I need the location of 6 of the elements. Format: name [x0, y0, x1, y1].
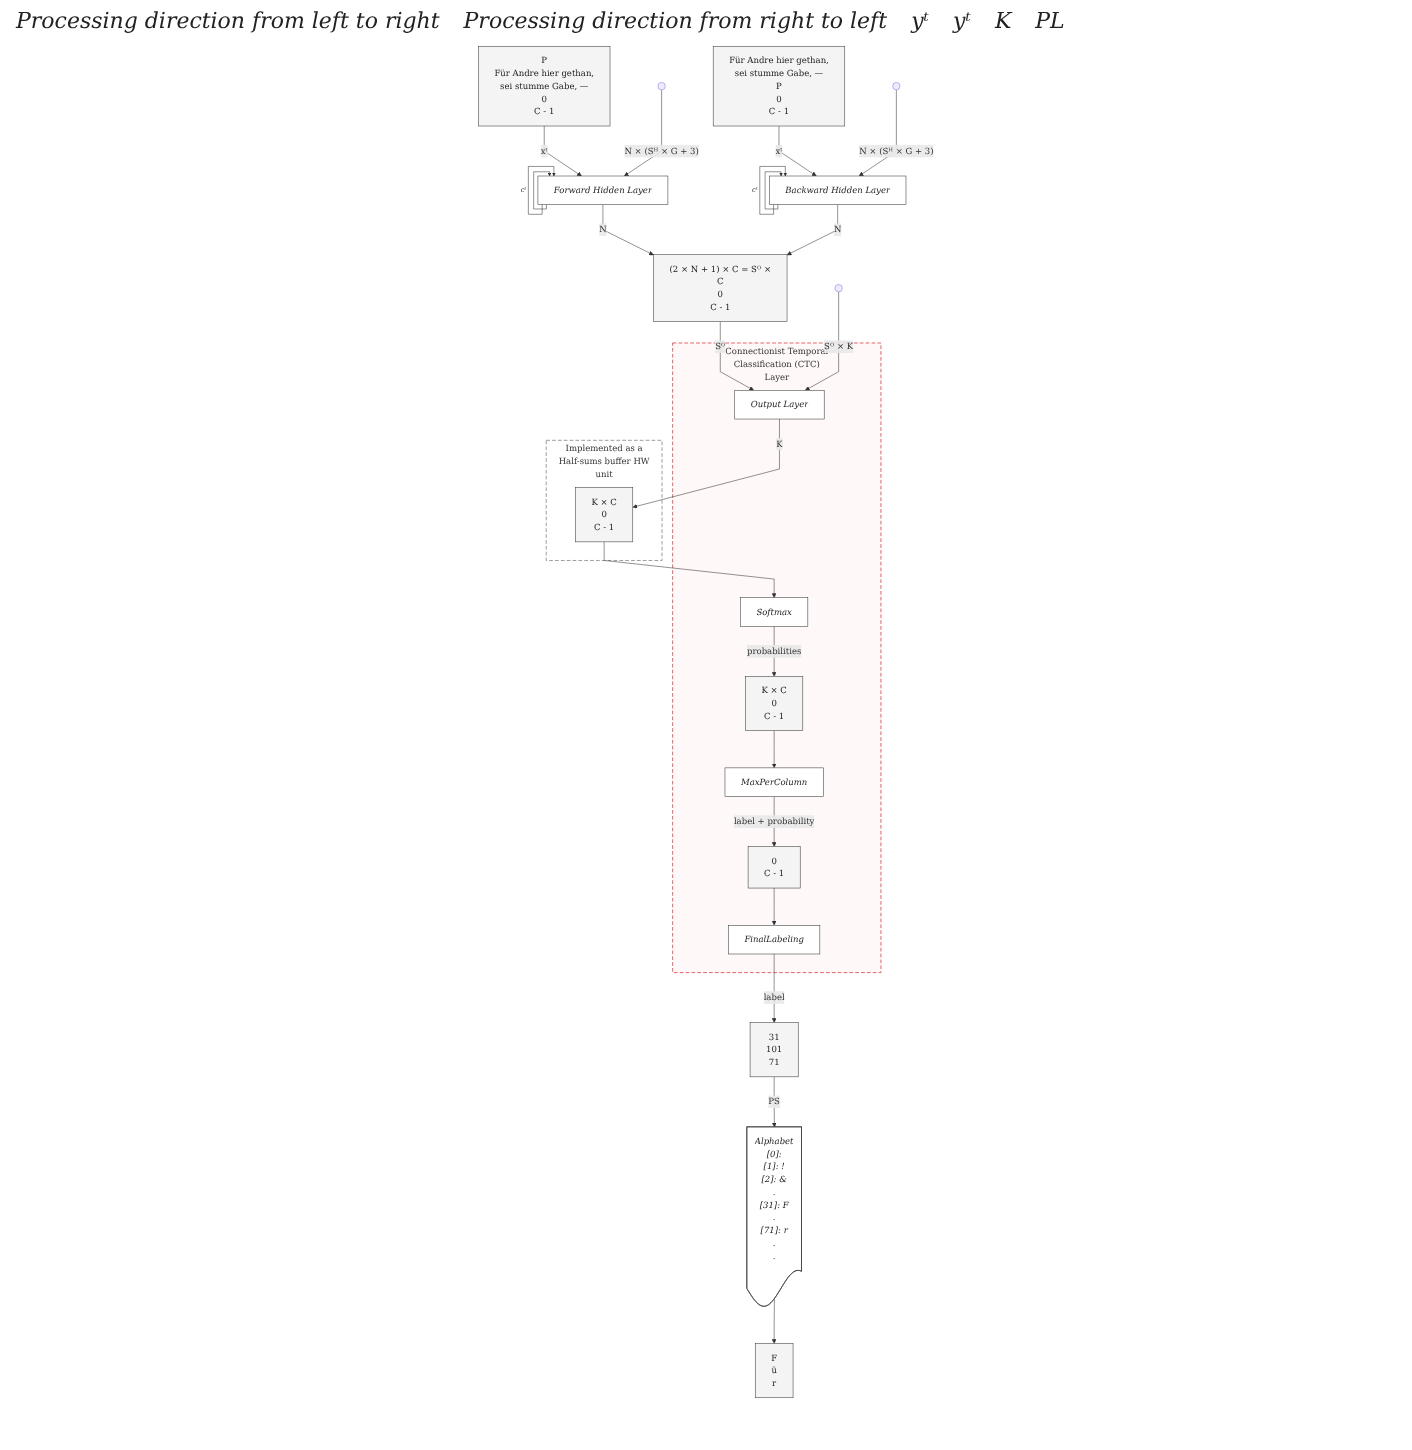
- note-text: yᵗ: [911, 8, 929, 34]
- note-text: PL: [1035, 8, 1065, 34]
- note-text: Processing direction from left to right: [16, 8, 440, 34]
- note-text: Processing direction from right to left: [463, 8, 888, 34]
- note-text: yᵗ: [953, 8, 971, 34]
- note-text: K: [994, 8, 1012, 34]
